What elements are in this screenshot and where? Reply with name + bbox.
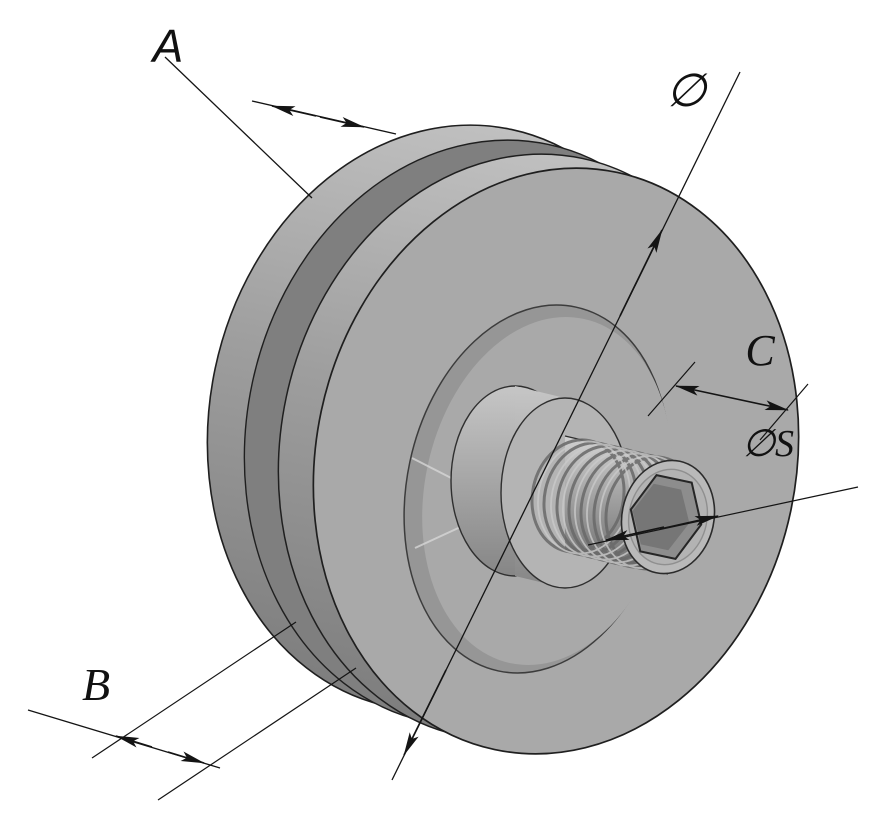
dim-a: A [150,20,397,199]
dim-socket-arrow-left [604,526,665,541]
dim-a-label: A [150,20,184,72]
dim-socket: ∅S [587,423,859,546]
dim-a-arrow-left [270,105,317,117]
dim-b-ext-rear [91,621,297,759]
dim-c-ext-right [759,383,809,441]
dim-b-label: B [82,659,110,710]
dim-c: C [647,326,809,441]
dim-b: B [27,621,357,801]
dim-socket-arrow-right [659,515,720,530]
dim-c-label: C [745,326,775,375]
dim-c-line [674,385,790,411]
pulley-body [206,124,800,755]
dim-diameter-arrow-top [619,229,663,317]
dim-socket-line [587,486,859,546]
dim-a-leader [164,56,313,199]
dim-socket-label: ∅S [742,423,794,465]
dim-diameter: ∅ [391,64,741,781]
dim-c-ext-left [647,361,696,417]
dim-diameter-arrow-bottom [403,669,447,756]
dim-diameter-line [391,71,741,781]
hex-socket-bottom [632,483,690,551]
dim-diameter-label: ∅ [666,64,708,116]
dim-b-ext-front [157,667,357,801]
dim-a-arrow-right [319,116,366,128]
dim-b-arrow-right [167,751,205,764]
dim-b-arrow-left [115,735,153,748]
